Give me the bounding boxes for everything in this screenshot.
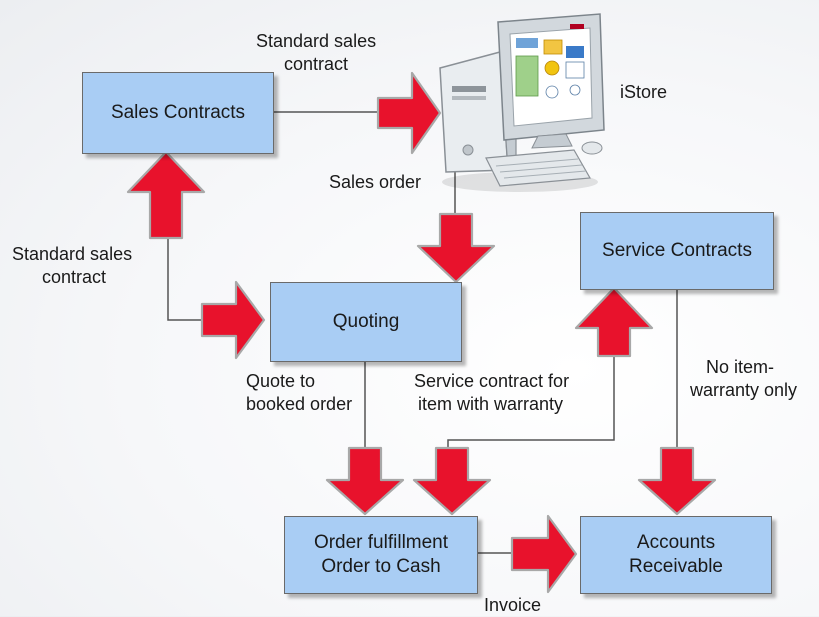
- label-service-contract-for-item-line-1: Service contract for: [414, 371, 570, 391]
- label-no-item-warranty-only: No item- warranty only: [690, 356, 797, 402]
- label-service-contract-for-item: Service contract for item with warranty: [414, 370, 569, 416]
- label-standard-sales-contract-top-line-2: contract: [284, 54, 349, 74]
- order-fulfillment-box-line-2: Order to Cash: [321, 556, 441, 577]
- sales-contracts-box-line-1: Sales Contracts: [110, 102, 246, 123]
- arrow-down-to-quoting: [416, 212, 496, 284]
- label-quote-to-booked-order: Quote to booked order: [246, 370, 352, 416]
- label-quote-to-booked-order-line-2: booked order: [246, 394, 353, 414]
- label-service-contract-for-item-line-2: item with warranty: [418, 394, 564, 414]
- order-fulfillment-box: Order fulfillment Order to Cash: [284, 516, 478, 594]
- arrow-right-to-quoting: [200, 280, 266, 360]
- label-standard-sales-contract-left: Standard sales contract: [12, 243, 132, 289]
- label-standard-sales-contract-top-line-1: Standard sales: [256, 31, 377, 51]
- quoting-box: Quoting: [270, 282, 462, 362]
- arrow-right-to-istore: [376, 71, 442, 155]
- label-istore: iStore: [620, 82, 668, 102]
- label-no-item-warranty-only-line-1: No item-: [706, 357, 775, 377]
- arrow-right-invoice: [510, 514, 578, 594]
- service-contracts-box: Service Contracts: [580, 212, 774, 290]
- sales-contracts-box: Sales Contracts: [82, 72, 274, 154]
- arrow-down-service-to-order: [412, 446, 492, 516]
- label-no-item-warranty-only-line-2: warranty only: [690, 380, 798, 400]
- line-standard-contract-to-quoting: [167, 236, 210, 321]
- label-sales-order: Sales order: [329, 172, 422, 192]
- order-fulfillment-box-line-1: Order fulfillment: [313, 532, 449, 553]
- label-invoice: Invoice: [484, 595, 542, 615]
- accounts-receivable-box: Accounts Receivable: [580, 516, 772, 594]
- label-quote-to-booked-order-line-1: Quote to: [246, 371, 316, 391]
- label-standard-sales-contract-left-line-1: Standard sales: [12, 244, 133, 264]
- quoting-box-line-1: Quoting: [332, 311, 400, 332]
- service-contracts-box-line-1: Service Contracts: [602, 240, 752, 261]
- arrows: [126, 71, 717, 594]
- label-standard-sales-contract-left-line-2: contract: [42, 267, 107, 287]
- label-standard-sales-contract-top: Standard sales contract: [256, 30, 376, 76]
- accounts-receivable-box-line-1: Accounts: [636, 532, 716, 553]
- accounts-receivable-box-line-2: Receivable: [629, 556, 723, 577]
- arrow-up-to-sales-contracts: [126, 150, 206, 240]
- arrow-up-to-service-contracts: [574, 286, 654, 358]
- desktop-computer-icon: [439, 13, 605, 192]
- arrow-down-quote-to-order: [325, 446, 405, 516]
- arrow-down-to-receivable: [637, 446, 717, 516]
